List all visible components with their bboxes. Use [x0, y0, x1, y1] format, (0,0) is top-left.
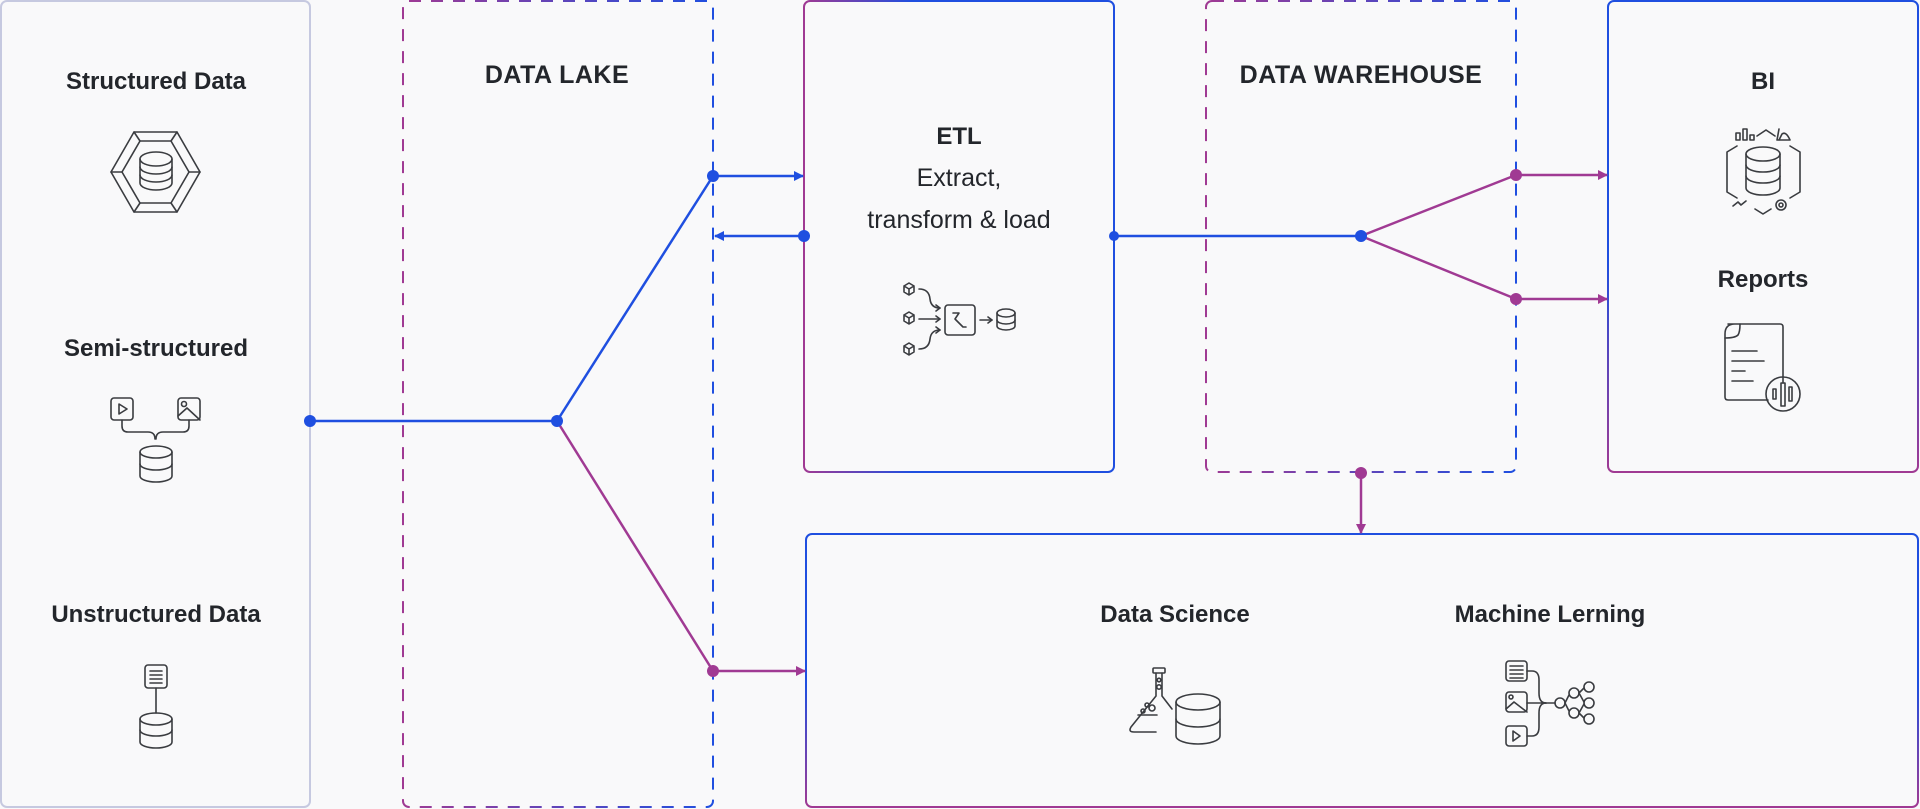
connector-dot [707, 170, 719, 182]
report-document-chart-icon [1724, 323, 1801, 412]
connector-dot [1510, 293, 1522, 305]
data-lake-title: DATA LAKE [484, 61, 630, 89]
lake-branch-up-line [555, 175, 715, 422]
data-warehouse-title: DATA WAREHOUSE [1239, 61, 1483, 89]
sources-panel [0, 0, 311, 808]
etl-description-line2: transform & load [867, 206, 1051, 234]
connector-dot [798, 230, 810, 242]
connector-dot [1109, 231, 1119, 241]
connector-dot [1355, 230, 1367, 242]
etl-container [803, 0, 1115, 473]
data-lake-container [402, 0, 714, 808]
unstructured-data-label: Unstructured Data [51, 601, 261, 628]
neural-network-inputs-icon [1505, 660, 1595, 747]
bi-reports-container [1607, 0, 1919, 473]
bi-title: BI [1751, 68, 1775, 95]
warehouse-branch-up-line [1360, 173, 1517, 238]
analytics-container [805, 533, 1919, 808]
connector-dot [551, 415, 563, 427]
connector-dot [304, 415, 316, 427]
etl-description-line1: Extract, [916, 164, 1002, 192]
etl-title: ETL [936, 123, 982, 150]
semi-structured-label: Semi-structured [63, 335, 249, 362]
media-to-database-icon [110, 397, 201, 483]
machine-learning-title: Machine Lerning [1454, 601, 1646, 628]
reports-title: Reports [1717, 266, 1809, 293]
document-to-database-icon [139, 664, 173, 749]
hexagon-database-icon [110, 131, 201, 213]
connector-dot [1510, 169, 1522, 181]
lake-branch-down-line [555, 420, 715, 672]
data-science-title: Data Science [1100, 601, 1250, 628]
bi-database-analytics-icon [1726, 128, 1801, 215]
connector-dot [707, 665, 719, 677]
structured-data-label: Structured Data [65, 68, 247, 95]
warehouse-branch-down-line [1360, 234, 1517, 301]
etl-pipeline-icon [903, 282, 1016, 356]
flask-database-icon [1129, 667, 1221, 745]
connector-dot [1355, 467, 1367, 479]
